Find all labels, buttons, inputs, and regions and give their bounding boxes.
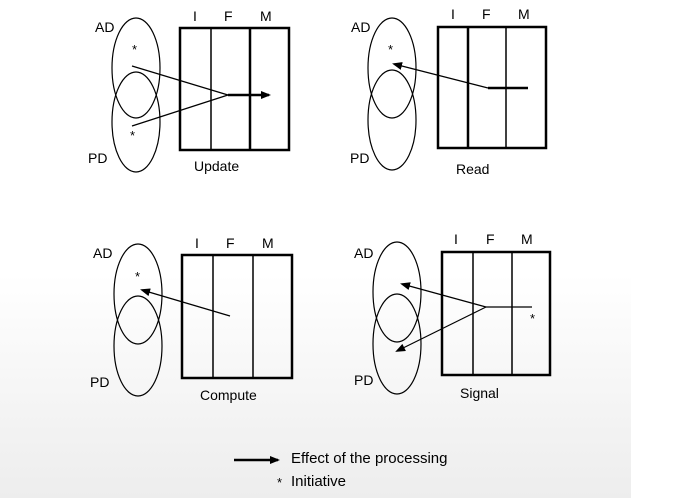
initiative-star: *	[388, 42, 393, 57]
initiative-star: *	[132, 42, 137, 57]
pd-label: PD	[354, 372, 373, 388]
effect-arrow	[392, 62, 489, 89]
panel-read: AD PD I F M * Read	[350, 6, 548, 177]
pd-label: PD	[88, 150, 107, 166]
pd-label: PD	[350, 150, 369, 166]
ifm-box	[180, 253, 294, 380]
effect-arrow	[140, 288, 231, 317]
ad-label: AD	[351, 19, 370, 35]
legend: Effect of the processing * Initiative	[234, 450, 447, 490]
legend-initiative-label: Initiative	[291, 473, 346, 490]
ad-ellipse	[367, 17, 417, 119]
panel-update: AD PD I F M * * Update	[88, 8, 291, 174]
column-m-label: M	[518, 6, 530, 22]
panel-caption: Signal	[460, 385, 499, 401]
panel-caption: Update	[194, 158, 239, 174]
legend-initiative-star: *	[277, 475, 282, 490]
processing-line	[131, 94, 229, 127]
pd-ellipse	[367, 69, 417, 171]
pd-ellipse	[111, 71, 161, 173]
ifm-box	[436, 25, 548, 150]
panel-caption: Compute	[200, 387, 257, 403]
processing-line	[131, 65, 229, 96]
pd-ellipse	[372, 293, 422, 395]
column-f-label: F	[226, 235, 235, 251]
ad-label: AD	[354, 245, 373, 261]
column-f-label: F	[482, 6, 491, 22]
initiative-star: *	[530, 311, 535, 326]
column-i-label: I	[454, 231, 458, 247]
column-m-label: M	[260, 8, 272, 24]
legend-effect-label: Effect of the processing	[291, 450, 447, 467]
panel-signal: AD PD I F M * Signal	[354, 231, 552, 401]
ad-ellipse	[111, 17, 161, 119]
panel-compute: AD PD I F M * Compute	[90, 235, 294, 403]
ad-label: AD	[93, 245, 112, 261]
ad-ellipse	[113, 243, 163, 345]
pd-ellipse	[113, 295, 163, 397]
column-i-label: I	[451, 6, 455, 22]
effect-arrow	[395, 306, 487, 352]
pd-label: PD	[90, 374, 109, 390]
column-m-label: M	[521, 231, 533, 247]
initiative-star: *	[135, 269, 140, 284]
effect-arrow	[400, 282, 487, 308]
column-f-label: F	[224, 8, 233, 24]
ad-ellipse	[372, 241, 422, 343]
ifm-box	[178, 26, 291, 152]
column-f-label: F	[486, 231, 495, 247]
column-i-label: I	[195, 235, 199, 251]
ifm-box	[440, 250, 552, 377]
ad-label: AD	[95, 19, 114, 35]
slide-background	[0, 0, 631, 498]
panel-caption: Read	[456, 161, 489, 177]
column-i-label: I	[193, 8, 197, 24]
column-m-label: M	[262, 235, 274, 251]
initiative-star: *	[130, 128, 135, 143]
